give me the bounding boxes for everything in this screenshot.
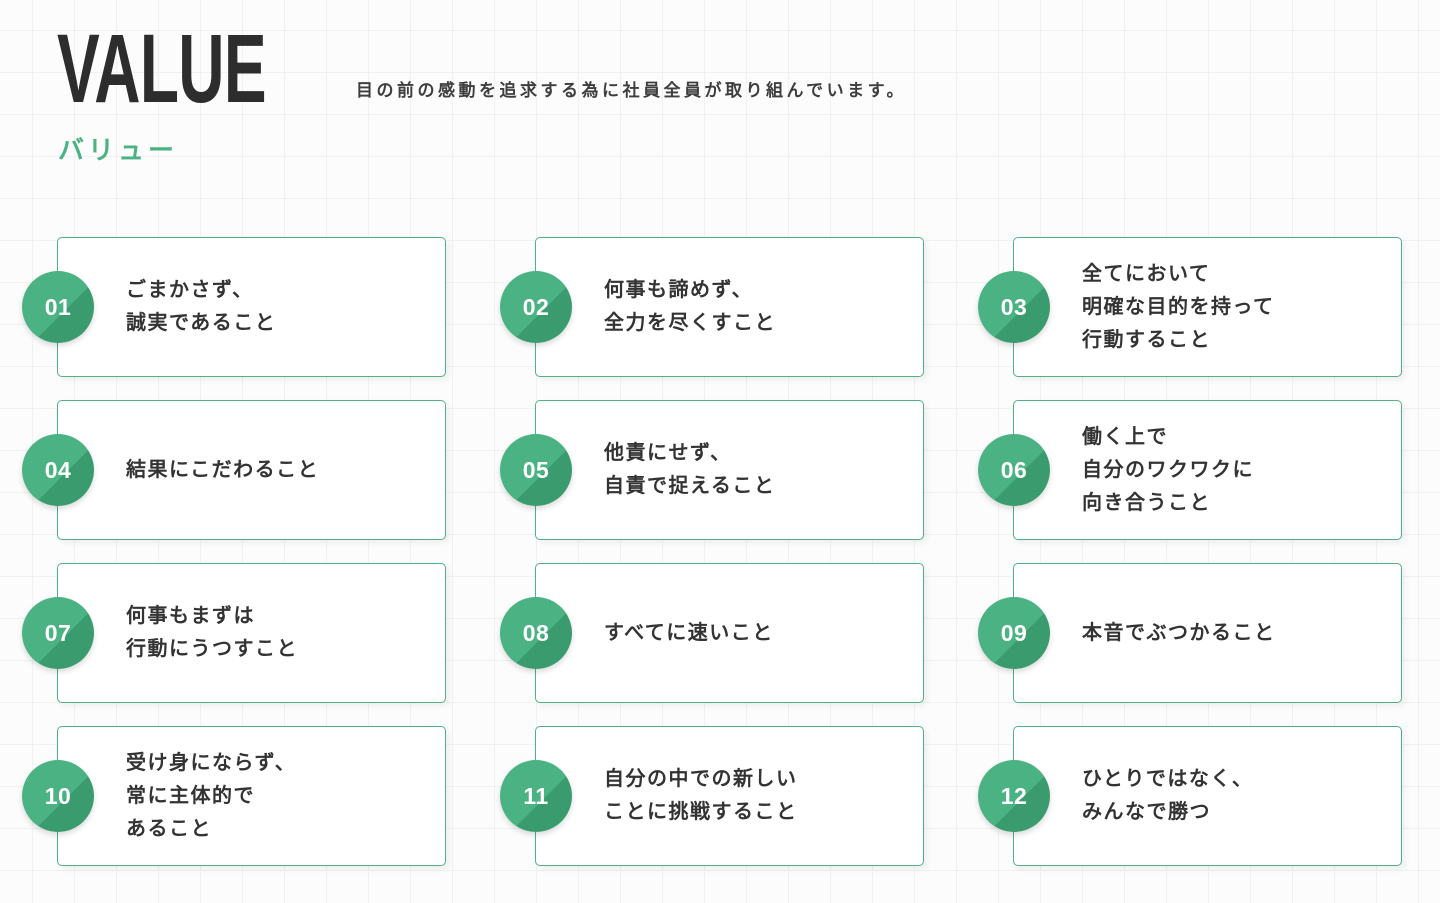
value-number-badge: 07 xyxy=(22,597,94,669)
value-card-01: 01 ごまかさず、 誠実であること xyxy=(22,237,446,377)
value-number-badge: 06 xyxy=(978,434,1050,506)
page-description: 目の前の感動を追求する為に社員全員が取り組んでいます。 xyxy=(356,81,907,100)
page-subtitle: バリュー xyxy=(58,135,179,165)
value-card-12: 12 ひとりではなく、 みんなで勝つ xyxy=(978,726,1402,866)
value-text: 自分の中での新しい ことに挑戦すること xyxy=(604,768,798,823)
value-text: 受け身にならず、 常に主体的で あること xyxy=(126,751,297,840)
value-card-03: 03 全てにおいて 明確な目的を持って 行動すること xyxy=(978,237,1402,377)
value-number-badge: 04 xyxy=(22,434,94,506)
value-text: 働く上で 自分のワクワクに 向き合うこと xyxy=(1082,425,1254,514)
value-number-badge: 01 xyxy=(22,271,94,343)
value-text: 他責にせず、 自責で捉えること xyxy=(604,442,776,497)
value-text: 何事もまずは 行動にうつすこと xyxy=(126,605,298,660)
value-card-11: 11 自分の中での新しい ことに挑戦すること xyxy=(500,726,924,866)
value-number-badge: 08 xyxy=(500,597,572,669)
value-card-02: 02 何事も諦めず、 全力を尽くすこと xyxy=(500,237,924,377)
value-card-08: 08 すべてに速いこと xyxy=(500,563,924,703)
value-card-07: 07 何事もまずは 行動にうつすこと xyxy=(22,563,446,703)
value-card-06: 06 働く上で 自分のワクワクに 向き合うこと xyxy=(978,400,1402,540)
page-title: VALUE xyxy=(57,14,267,123)
value-text: ひとりではなく、 みんなで勝つ xyxy=(1082,768,1254,823)
value-card-05: 05 他責にせず、 自責で捉えること xyxy=(500,400,924,540)
value-number-badge: 05 xyxy=(500,434,572,506)
value-number-badge: 10 xyxy=(22,760,94,832)
value-card-10: 10 受け身にならず、 常に主体的で あること xyxy=(22,726,446,866)
value-number-badge: 03 xyxy=(978,271,1050,343)
value-text: 結果にこだわること xyxy=(126,458,320,481)
value-number-badge: 12 xyxy=(978,760,1050,832)
value-card-09: 09 本音でぶつかること xyxy=(978,563,1402,703)
values-grid: 01 ごまかさず、 誠実であること 02 何事も諦めず、 全力を尽くすこと 03… xyxy=(22,237,1402,866)
value-text: 全てにおいて 明確な目的を持って 行動すること xyxy=(1082,262,1275,351)
value-number-badge: 09 xyxy=(978,597,1050,669)
value-text: ごまかさず、 誠実であること xyxy=(126,279,277,334)
value-card-04: 04 結果にこだわること xyxy=(22,400,446,540)
value-number-badge: 11 xyxy=(500,760,572,832)
value-text: 何事も諦めず、 全力を尽くすこと xyxy=(604,279,776,334)
value-text: 本音でぶつかること xyxy=(1082,621,1276,644)
value-number-badge: 02 xyxy=(500,271,572,343)
value-text: すべてに速いこと xyxy=(604,621,774,644)
